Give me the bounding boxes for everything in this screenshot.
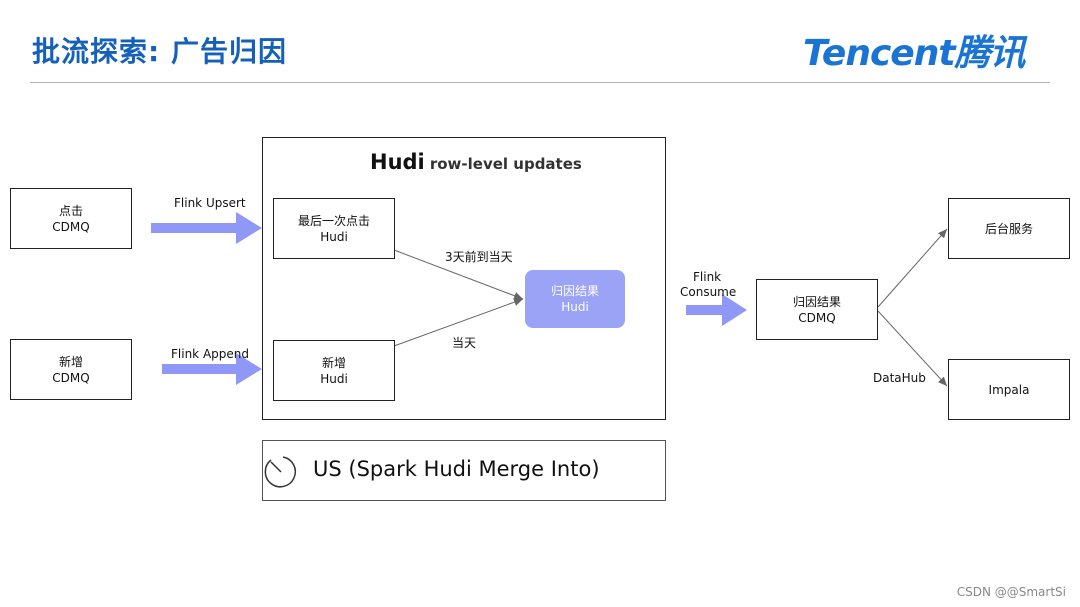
- flink-append-label: Flink Append: [171, 347, 249, 361]
- clock-icon: [264, 456, 297, 488]
- hudi-title: Hudi row-level updates: [370, 150, 582, 174]
- cdmq-to-backend-line: [877, 228, 948, 308]
- result-cdmq-line1: 归因结果: [792, 294, 841, 309]
- result-hudi-box: 归因结果 Hudi: [525, 270, 625, 328]
- us-box-text: US (Spark Hudi Merge Into): [313, 457, 600, 481]
- new-cdmq-box: 新增 CDMQ: [10, 339, 132, 400]
- click-cdmq-line2: CDMQ: [52, 219, 90, 234]
- three-days-label: 3天前到当天: [445, 250, 513, 264]
- header-divider: [30, 82, 1050, 83]
- watermark: CSDN @@SmartSi: [956, 585, 1066, 599]
- cdmq-to-impala-line: [877, 310, 948, 387]
- impala-box: Impala: [948, 359, 1070, 420]
- impala-label: Impala: [988, 382, 1030, 397]
- hudi-title-main: Hudi: [370, 150, 425, 174]
- result-cdmq-line2: CDMQ: [798, 310, 836, 325]
- flink-consume-arrow: [686, 294, 747, 326]
- click-cdmq-box: 点击 CDMQ: [10, 188, 132, 249]
- backend-service-box: 后台服务: [948, 198, 1070, 259]
- last-click-hudi-line2: Hudi: [320, 229, 348, 244]
- new-cdmq-line1: 新增: [58, 354, 83, 369]
- page-title: 批流探索: 广告归因: [32, 35, 287, 68]
- us-box: US (Spark Hudi Merge Into): [262, 440, 666, 501]
- tencent-logo: Tencent腾讯: [803, 33, 1026, 74]
- new-hudi-box: 新增 Hudi: [273, 340, 395, 401]
- last-click-hudi-box: 最后一次点击 Hudi: [273, 198, 395, 259]
- last-click-hudi-line1: 最后一次点击: [297, 213, 370, 228]
- result-hudi-line2: Hudi: [561, 300, 589, 314]
- new-hudi-line1: 新增: [321, 355, 346, 370]
- flink-upsert-arrow: [151, 212, 262, 244]
- result-cdmq-box: 归因结果 CDMQ: [756, 279, 878, 340]
- click-cdmq-line1: 点击: [58, 203, 83, 218]
- hudi-title-sub: row-level updates: [429, 155, 582, 173]
- last-click-to-result-line: [393, 249, 524, 300]
- flink-consume-label-1: Flink: [693, 270, 722, 284]
- result-hudi-line1: 归因结果: [550, 284, 599, 298]
- datahub-label: DataHub: [873, 371, 926, 385]
- backend-service-label: 后台服务: [984, 221, 1033, 236]
- flink-upsert-label: Flink Upsert: [174, 196, 246, 210]
- flink-consume-label-2: Consume: [680, 285, 737, 299]
- today-label: 当天: [452, 336, 477, 350]
- new-cdmq-line2: CDMQ: [52, 370, 90, 385]
- flink-append-arrow: [162, 353, 262, 385]
- hudi-container: [262, 137, 666, 420]
- new-hudi-line2: Hudi: [320, 371, 348, 386]
- new-to-result-line: [393, 298, 524, 347]
